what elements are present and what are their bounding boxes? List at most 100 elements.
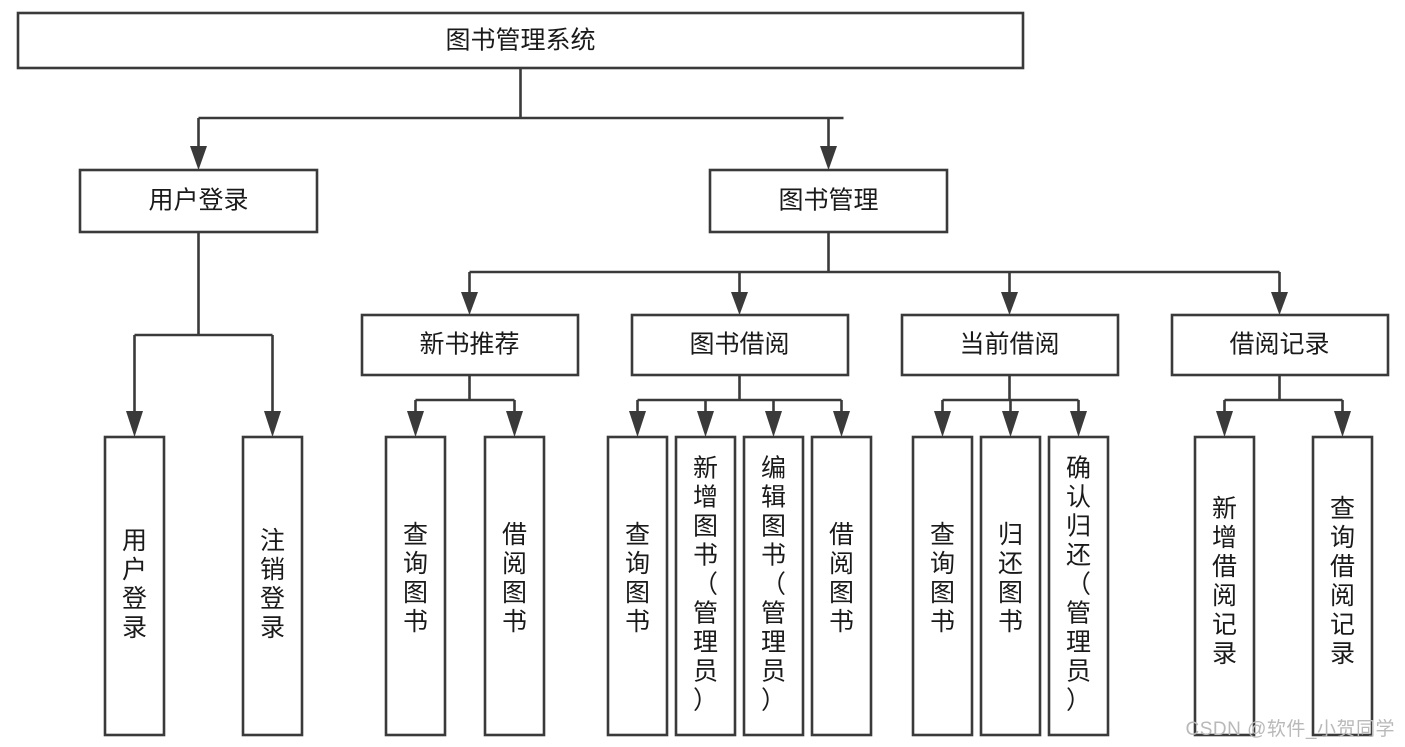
connector-layer: [126, 68, 1351, 437]
arrow-head-leaf-query-book-2: [629, 411, 646, 437]
node-user-login-box[interactable]: [78, 168, 319, 234]
leaf-label-char: 图: [403, 579, 428, 607]
leaf-label-char: 询: [1330, 524, 1355, 552]
arrow-head-leaf-query-record: [1334, 411, 1351, 437]
leaf-label-char: （: [1066, 571, 1091, 599]
leaf-label-char: 书: [998, 608, 1023, 636]
node-new-book-recommend[interactable]: 新书推荐: [360, 313, 580, 377]
leaf-query-book-3-box[interactable]: [911, 435, 974, 737]
leaf-label-char: 还: [1066, 542, 1091, 570]
leaf-label-char: 图: [930, 579, 955, 607]
arrow-head-leaf-add-book: [697, 411, 714, 437]
leaf-confirm-return-box[interactable]: [1047, 435, 1110, 737]
leaf-label-char: 记: [1330, 611, 1355, 639]
leaf-label-char: 录: [260, 614, 285, 642]
leaf-label-char: 录: [1330, 640, 1355, 668]
csdn-watermark: CSDN @软件_小贺同学: [1185, 719, 1395, 740]
leaf-label-char: 登: [122, 585, 147, 613]
leaf-label-char: （: [693, 571, 718, 599]
arrow-head-borrow-record: [1271, 292, 1288, 315]
leaf-label-char: ）: [693, 687, 718, 715]
leaf-label-char: 录: [1212, 640, 1237, 668]
leaf-label-char: 还: [998, 550, 1023, 578]
node-current-borrow-box[interactable]: [900, 313, 1120, 377]
node-user-login-label: 用户登录: [148, 187, 248, 215]
node-root-box[interactable]: [16, 11, 1025, 70]
node-book-management-label: 图书管理: [778, 187, 878, 215]
node-book-borrow-box[interactable]: [630, 313, 850, 377]
leaf-node-leaf-user-login[interactable]: 用户登录: [103, 435, 166, 737]
node-root[interactable]: 图书管理系统: [16, 11, 1025, 70]
leaf-edit-book-box[interactable]: [742, 435, 805, 737]
node-book-management-box[interactable]: [708, 168, 949, 234]
leaf-label-char: 阅: [829, 550, 854, 578]
leaf-borrow-book-1-box[interactable]: [483, 435, 546, 737]
leaf-label-char: 借: [1330, 553, 1355, 581]
node-current-borrow[interactable]: 当前借阅: [900, 313, 1120, 377]
node-book-management[interactable]: 图书管理: [708, 168, 949, 234]
leaf-label-char: 图: [502, 579, 527, 607]
node-borrow-record[interactable]: 借阅记录: [1170, 313, 1390, 377]
node-new-book-recommend-box[interactable]: [360, 313, 580, 377]
leaf-label-char: 书: [930, 608, 955, 636]
leaf-add-record-box[interactable]: [1193, 435, 1256, 737]
arrow-head-leaf-edit-book: [765, 411, 782, 437]
node-book-borrow[interactable]: 图书借阅: [630, 313, 850, 377]
leaf-label-char: 借: [502, 521, 527, 549]
leaf-label-char: 归: [1066, 513, 1091, 541]
leaf-label-char: 销: [260, 556, 285, 584]
leaf-user-login-box[interactable]: [103, 435, 166, 737]
leaf-label-char: 图: [761, 513, 786, 541]
node-book-borrow-label: 图书借阅: [689, 331, 789, 359]
leaf-label-char: 询: [625, 550, 650, 578]
leaf-query-book-1-box[interactable]: [384, 435, 447, 737]
leaf-label-char: 用: [122, 527, 147, 555]
leaf-label-char: 借: [1212, 553, 1237, 581]
leaf-add-book-box[interactable]: [674, 435, 737, 737]
leaf-borrow-book-2-box[interactable]: [810, 435, 873, 737]
leaf-label-char: 查: [930, 521, 955, 549]
leaf-label-char: 增: [1212, 524, 1237, 552]
leaf-label-char: 书: [625, 608, 650, 636]
leaf-label-char: 管: [693, 600, 718, 628]
node-user-login[interactable]: 用户登录: [78, 168, 319, 234]
leaf-user-logout-box[interactable]: [241, 435, 304, 737]
arrow-head-leaf-user-logout: [264, 411, 281, 437]
leaf-label-char: 注: [260, 527, 285, 555]
leaf-query-record-box[interactable]: [1311, 435, 1374, 737]
arrow-head-leaf-borrow-book-2: [833, 411, 850, 437]
leaf-label-char: 新: [1212, 495, 1237, 523]
leaf-label-char: 归: [998, 521, 1023, 549]
leaf-label-char: （: [761, 571, 786, 599]
leaf-return-book-box[interactable]: [979, 435, 1042, 737]
leaf-query-book-2-box[interactable]: [606, 435, 669, 737]
arrow-head-leaf-return-book: [1002, 411, 1019, 437]
leaf-label-char: 员: [761, 658, 786, 686]
arrow-head-leaf-query-book-3: [934, 411, 951, 437]
arrow-head-book-borrow: [731, 292, 748, 315]
arrow-head-leaf-borrow-book-1: [506, 411, 523, 437]
node-borrow-record-box[interactable]: [1170, 313, 1390, 377]
leaf-label-char: 记: [1212, 611, 1237, 639]
leaf-label-char: 增: [693, 484, 718, 512]
leaf-label-char: 图: [693, 513, 718, 541]
leaf-label-char: 阅: [1212, 582, 1237, 610]
leaf-label-char: 询: [403, 550, 428, 578]
